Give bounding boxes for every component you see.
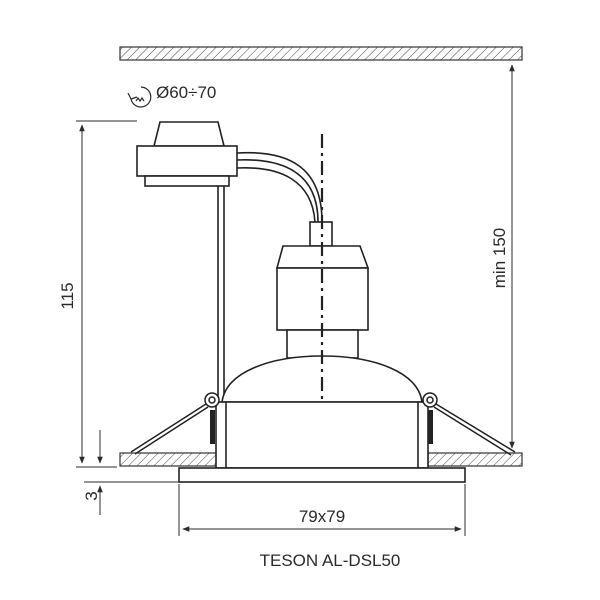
hole-saw-icon (127, 86, 152, 108)
wires (236, 151, 323, 223)
model-caption: TESON AL-DSL50 (260, 551, 401, 570)
height-label: 115 (58, 282, 77, 309)
trim-plate (178, 467, 466, 483)
dimension-115 (76, 120, 137, 468)
ceiling-bottom-slab (119, 452, 523, 467)
side-bars (210, 410, 433, 444)
dimension-3 (84, 430, 179, 515)
cutout-label: Ø60÷70 (156, 83, 216, 102)
dimension-79x79 (178, 484, 466, 536)
spring-clip-left (130, 392, 220, 455)
min-height-label: min 150 (490, 228, 509, 288)
spring-clip-right (422, 392, 516, 456)
width-label: 79x79 (299, 507, 345, 526)
lamp-socket (275, 221, 370, 359)
ceiling-top-slab (119, 46, 523, 61)
reflector-housing (215, 355, 429, 469)
thickness-label: 3 (82, 491, 101, 500)
